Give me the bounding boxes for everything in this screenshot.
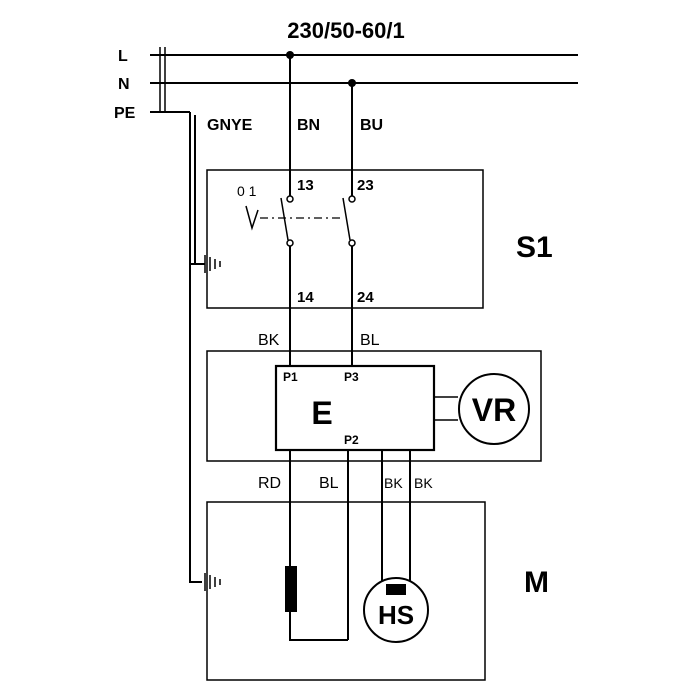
ground-icon [204, 255, 221, 273]
wire-label-bu: BU [360, 117, 383, 134]
controller-e-box [274, 364, 436, 452]
wire-label-bk-left: BK [384, 475, 403, 491]
hall-sensor-label: HS [378, 600, 414, 630]
wire-label-bn: BN [297, 117, 320, 134]
switch-s1: S1 0 1 13 23 14 24 [204, 169, 553, 309]
wire-label-bl-top: BL [360, 332, 380, 349]
potentiometer-label: VR [472, 392, 516, 428]
pe-conductor [189, 112, 205, 583]
wire-label-bk-right: BK [414, 475, 433, 491]
wire-label-rd: RD [258, 475, 281, 492]
ground-icon [204, 573, 221, 591]
pin-p1: P1 [283, 370, 298, 384]
controller-block: E P1 P3 P2 VR [206, 350, 542, 462]
supply-rails [150, 47, 578, 113]
terminal-23: 23 [357, 177, 374, 194]
line-label-l: L [118, 48, 128, 65]
contact-23-top [348, 195, 356, 203]
wire-label-bk-top: BK [258, 332, 280, 349]
line-label-n: N [118, 76, 130, 93]
wire-label-bl-bottom: BL [319, 475, 339, 492]
pin-p3: P3 [344, 370, 359, 384]
contact-24-bottom [348, 239, 356, 247]
switch-positions: 0 1 [237, 183, 257, 199]
motor-block: M HS [204, 501, 549, 681]
switch-label: S1 [516, 231, 553, 264]
motor-winding [285, 566, 297, 612]
contact-14-bottom [286, 239, 294, 247]
hall-sensor-hs [363, 577, 429, 643]
pin-p2: P2 [344, 433, 359, 447]
potentiometer-vr [458, 373, 530, 445]
line-label-pe: PE [114, 105, 136, 122]
motor-label: M [524, 566, 549, 599]
terminal-14: 14 [297, 289, 314, 306]
terminal-13: 13 [297, 177, 314, 194]
supply-rating: 230/50-60/1 [287, 18, 404, 43]
controller-label: E [311, 395, 332, 431]
terminal-24: 24 [357, 289, 374, 306]
contact-13-top [286, 195, 294, 203]
wire-label-gnye: GNYE [207, 117, 253, 134]
